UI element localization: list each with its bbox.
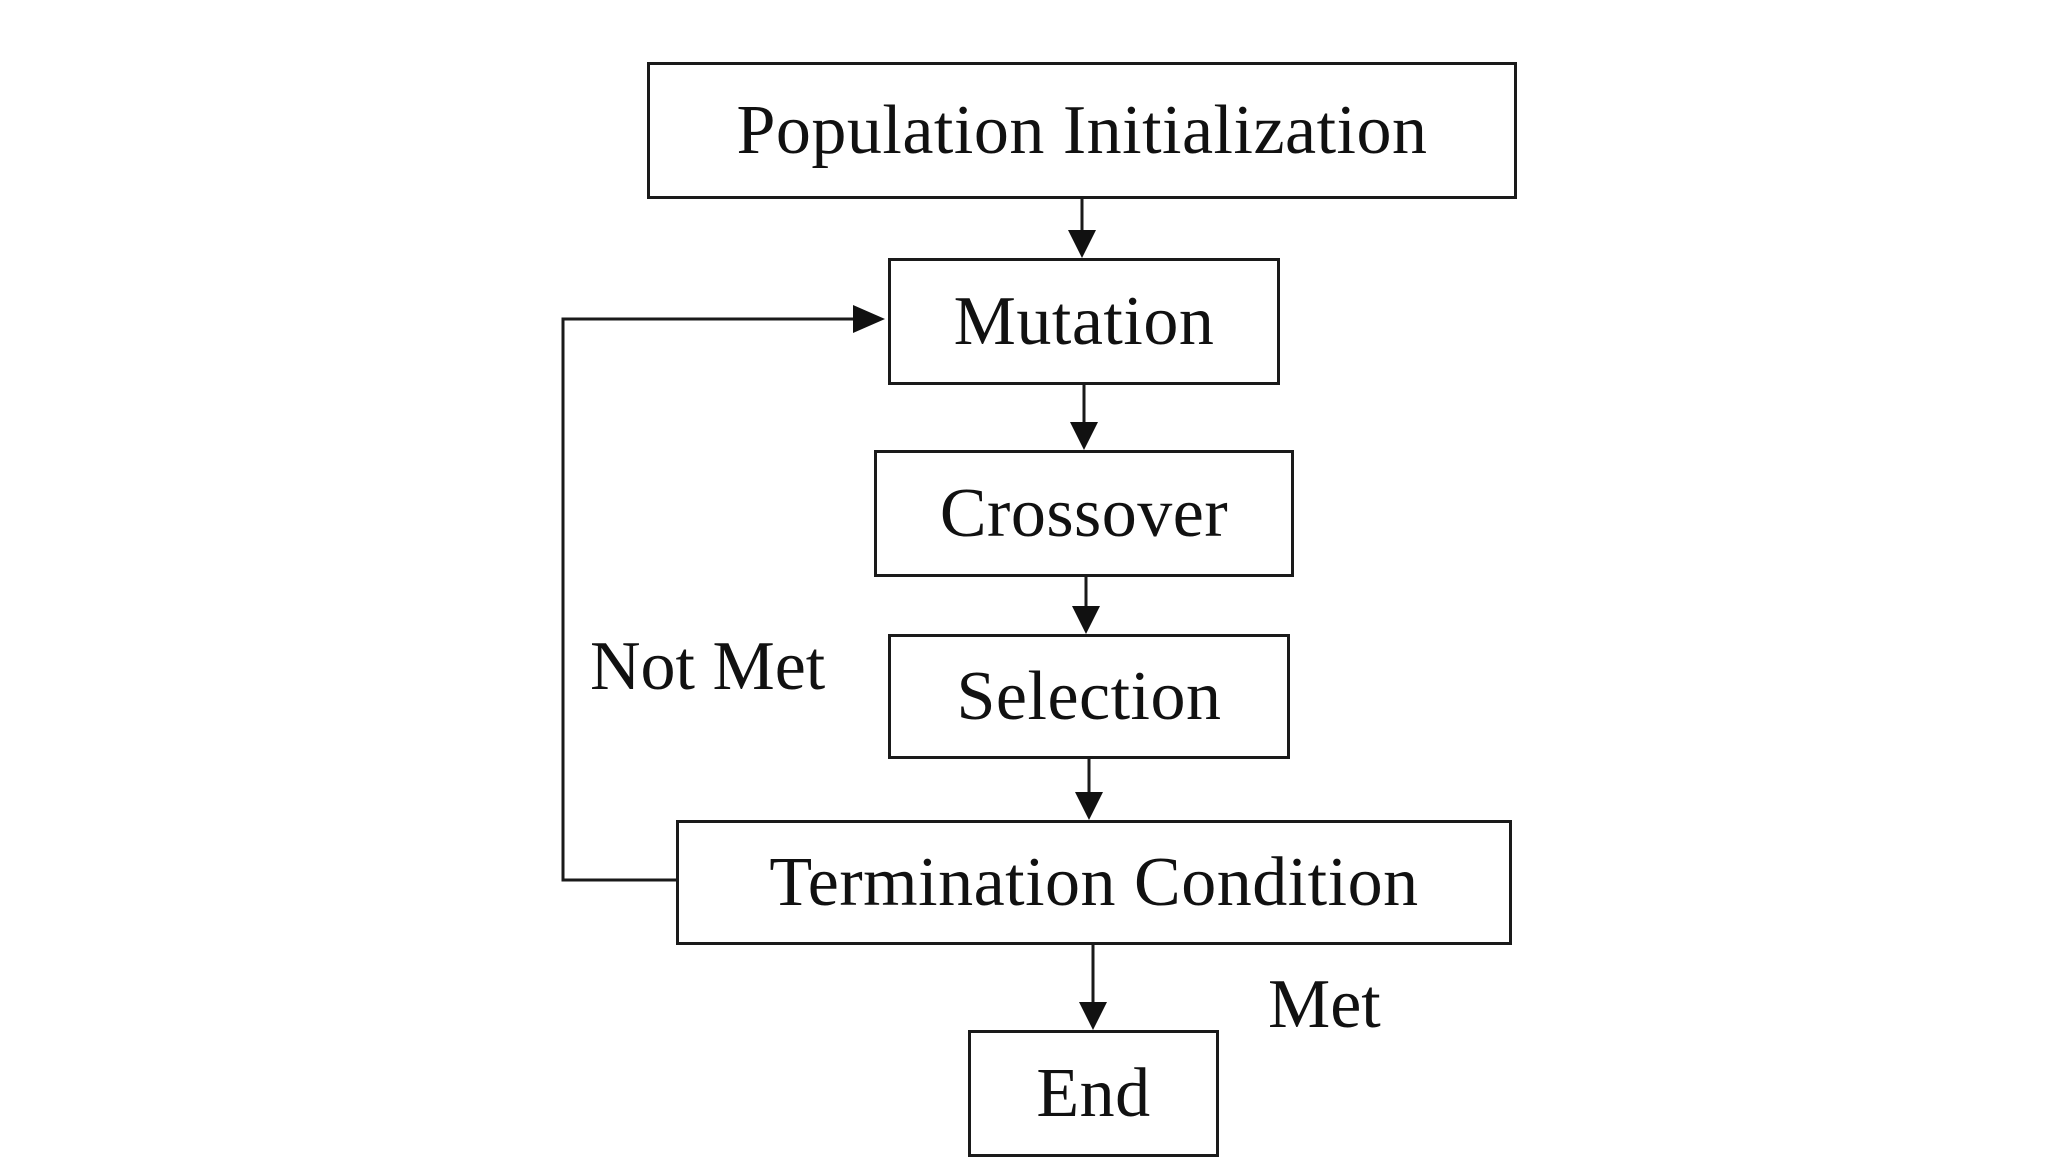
- population-initialization-box: Population Initialization: [647, 62, 1517, 199]
- termination-condition-label: Termination Condition: [769, 843, 1419, 921]
- end-box: End: [968, 1030, 1219, 1157]
- population-initialization-label: Population Initialization: [736, 91, 1428, 169]
- arrowhead-mutation-to-crossover: [1070, 422, 1098, 450]
- arrowhead-init-to-mutation: [1068, 230, 1096, 258]
- end-label: End: [1036, 1054, 1151, 1132]
- not-met-label: Not Met: [590, 628, 826, 705]
- crossover-label: Crossover: [939, 474, 1229, 552]
- arrowhead-termination-to-end: [1079, 1002, 1107, 1030]
- arrowhead-feedback-to-mutation: [853, 305, 885, 333]
- met-label: Met: [1268, 966, 1381, 1043]
- feedback-loop-not-met: [561, 317, 857, 882]
- selection-label: Selection: [956, 657, 1222, 735]
- selection-box: Selection: [888, 634, 1290, 759]
- mutation-label: Mutation: [953, 282, 1215, 360]
- mutation-box: Mutation: [888, 258, 1280, 385]
- crossover-box: Crossover: [874, 450, 1294, 577]
- arrowhead-crossover-to-selection: [1072, 606, 1100, 634]
- arrowhead-selection-to-termination: [1075, 792, 1103, 820]
- termination-condition-box: Termination Condition: [676, 820, 1512, 945]
